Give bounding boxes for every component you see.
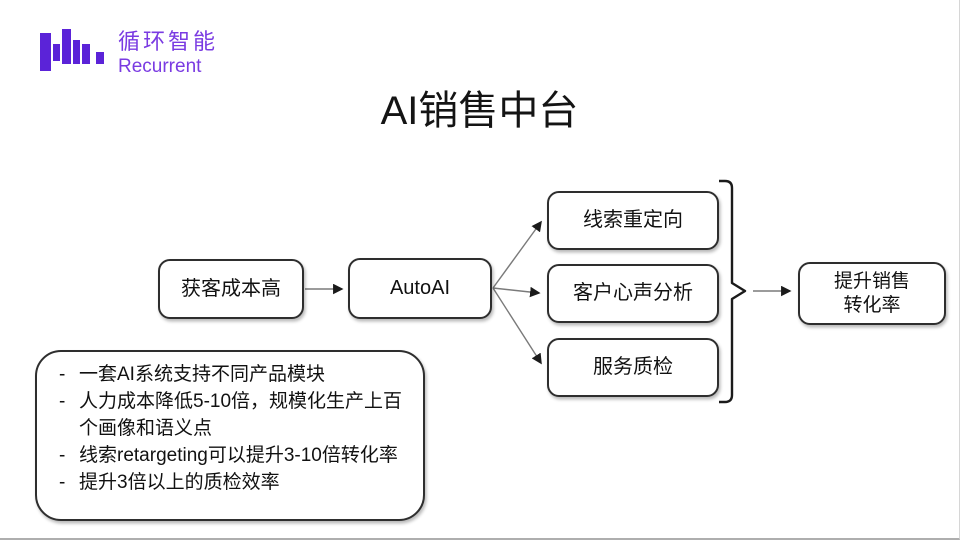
list-item: - 线索retargeting可以提升3-10倍转化率 bbox=[55, 442, 409, 469]
brand-name-zh: 循环智能 bbox=[118, 28, 219, 54]
arrow-autoai-to-lead bbox=[492, 220, 542, 289]
node-label-line2: 转化率 bbox=[843, 294, 901, 316]
note-text: 提升3倍以上的质检效率 bbox=[79, 472, 280, 493]
node-acquisition-cost: 获客成本高 bbox=[158, 259, 304, 319]
bullet-dash: - bbox=[59, 391, 66, 412]
node-label: AutoAI bbox=[389, 277, 451, 299]
bullet-dash: - bbox=[59, 364, 66, 385]
node-label: 获客成本高 bbox=[181, 277, 281, 300]
node-label: 线索重定向 bbox=[583, 209, 683, 231]
note-text: 人力成本降低5-10倍，规模化生产上百个画像和语义点 bbox=[79, 391, 403, 439]
waveform-logo-icon bbox=[40, 29, 104, 71]
node-label: 服务质检 bbox=[593, 356, 673, 378]
note-text: 线索retargeting可以提升3-10倍转化率 bbox=[79, 445, 398, 466]
list-item: - 提升3倍以上的质检效率 bbox=[55, 469, 409, 496]
arrow-autoai-to-qc bbox=[492, 287, 542, 365]
slide-title: AI销售中台 bbox=[380, 89, 579, 133]
node-label: 客户心声分析 bbox=[573, 282, 693, 304]
node-service-qc: 服务质检 bbox=[547, 338, 719, 397]
grouping-bracket bbox=[719, 179, 747, 404]
brand-name: 循环智能 Recurrent bbox=[118, 29, 218, 78]
brand-name-en: Recurrent bbox=[118, 55, 202, 77]
node-sales-conversion: 提升销售 转化率 bbox=[798, 262, 946, 325]
node-customer-voice: 客户心声分析 bbox=[547, 264, 719, 323]
note-text: 一套AI系统支持不同产品模块 bbox=[79, 364, 325, 385]
node-lead-retargeting: 线索重定向 bbox=[547, 191, 719, 250]
list-item: - 一套AI系统支持不同产品模块 bbox=[55, 361, 409, 388]
notes-list: - 一套AI系统支持不同产品模块 - 人力成本降低5-10倍，规模化生产上百个画… bbox=[55, 361, 409, 496]
node-label-line1: 提升销售 bbox=[833, 270, 910, 292]
arrow-autoai-to-voice bbox=[492, 286, 541, 298]
bullet-dash: - bbox=[59, 472, 66, 493]
bullet-dash: - bbox=[59, 445, 66, 466]
notes-box: - 一套AI系统支持不同产品模块 - 人力成本降低5-10倍，规模化生产上百个画… bbox=[35, 350, 425, 521]
brand-logo: 循环智能 Recurrent bbox=[38, 28, 218, 78]
node-autoai: AutoAI bbox=[348, 258, 492, 319]
list-item: - 人力成本降低5-10倍，规模化生产上百个画像和语义点 bbox=[55, 388, 409, 442]
